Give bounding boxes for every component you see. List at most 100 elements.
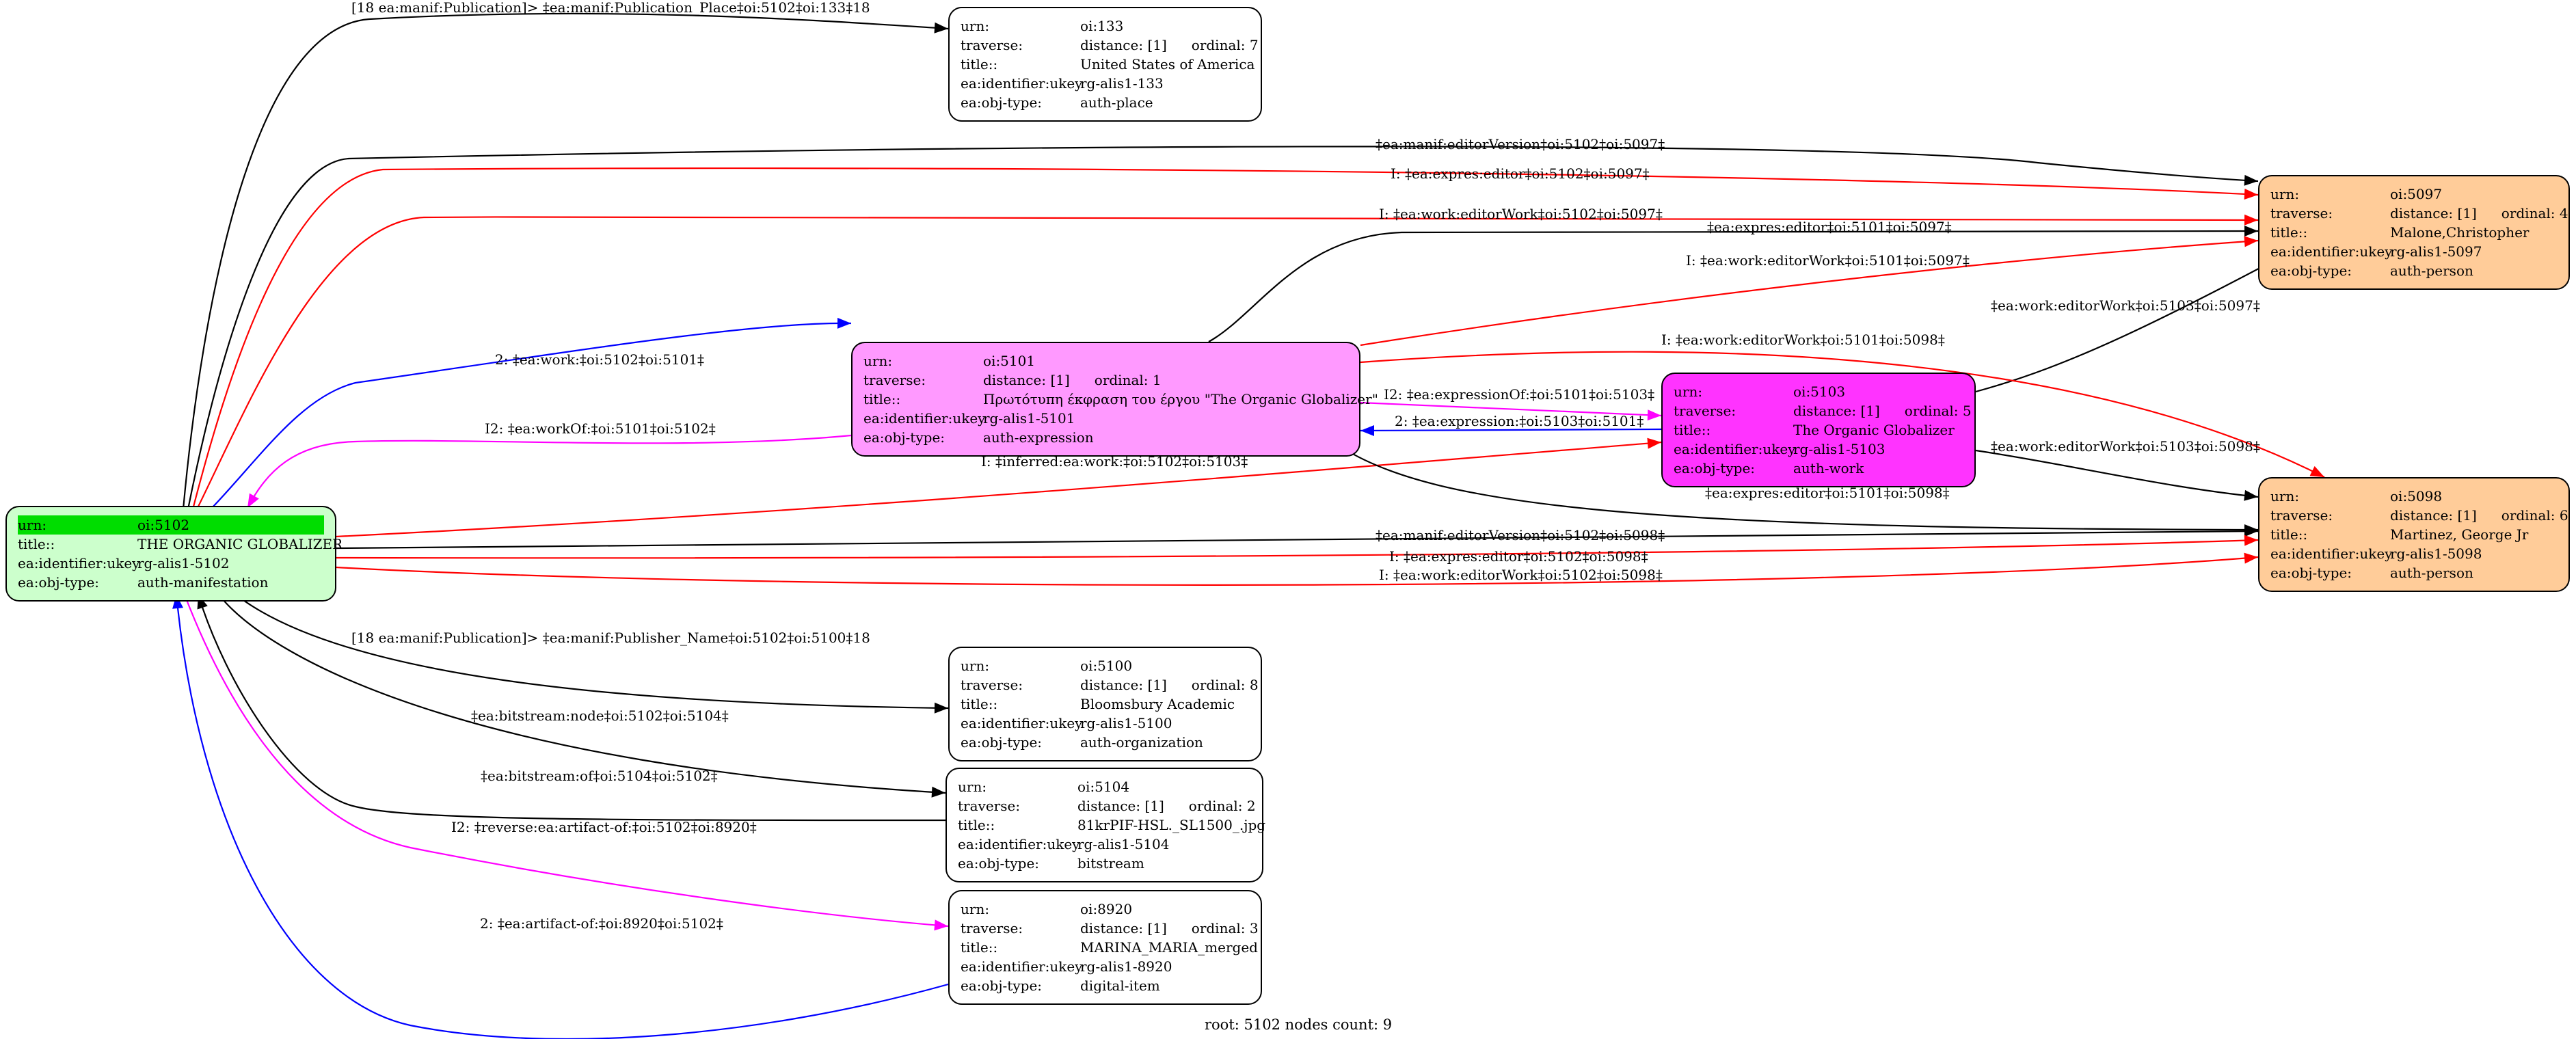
node-field-traverse: traverse:distance: [1]ordinal: 5	[1674, 401, 1972, 420]
edge-label: I: ‡inferred:ea:work:‡oi:5102‡oi:5103‡	[981, 453, 1248, 470]
edge-line-e14	[1975, 449, 2259, 498]
node-oi-133[interactable]: urn:oi:133 traverse:distance: [1]ordinal…	[948, 7, 1262, 122]
ordinal-value: ordinal: 2	[1188, 798, 1256, 814]
node-oi-8920[interactable]: urn: oi:8920 traverse: distance: [1]ordina…	[948, 890, 1262, 1005]
edge-arrowhead	[1360, 424, 1375, 436]
node-oi-5104[interactable]: urn:oi:5104 traverse:distance: [1]ordina…	[945, 768, 1265, 882]
field-value: oi:5102	[137, 517, 190, 533]
edge-label: ‡ea:manif:editorVersion‡oi:5102‡oi:5098‡	[1376, 527, 1665, 543]
node-field-objtype: ea:obj-type:auth-place	[961, 93, 1250, 112]
edge-arrowhead	[1647, 437, 1661, 449]
edge-line-e6	[1360, 239, 2259, 347]
edge-arrowhead	[934, 919, 948, 931]
edge-arrowhead	[2309, 465, 2324, 477]
edge-line-e23	[175, 594, 949, 1039]
node-field-urn: urn:oi:5097	[2270, 185, 2558, 204]
field-label: traverse:	[2270, 507, 2333, 524]
field-label: urn:	[961, 901, 990, 917]
field-label: title::	[1674, 422, 1711, 438]
node-field-traverse: traverse:distance: [1]ordinal: 6	[2270, 506, 2568, 525]
field-value: Martinez, George Jr	[2390, 526, 2529, 543]
edge-line-e20	[218, 594, 946, 794]
field-value: rg-alis1-5101	[983, 410, 1075, 427]
field-value: rg-alis1-133	[1080, 75, 1164, 92]
node-field-traverse: traverse: distance: [1]ordinal: 3	[961, 919, 1259, 938]
edge-arrowhead	[2244, 226, 2258, 237]
field-value: THE ORGANIC GLOBALIZER	[137, 536, 343, 552]
edge-arrowhead	[934, 22, 948, 33]
edge-arrowhead	[2244, 174, 2258, 186]
field-label: ea:obj-type:	[961, 977, 1043, 994]
field-value: distance: [1]ordinal: 8	[1080, 675, 1259, 694]
edge-label: ‡ea:expres:editor‡oi:5101‡oi:5098‡	[1705, 485, 1950, 501]
field-label: ea:obj-type:	[1674, 460, 1756, 476]
field-value: oi:5104	[1077, 779, 1130, 795]
edge-arrowhead	[247, 493, 259, 508]
field-label: ea:obj-type:	[18, 574, 100, 591]
edge-label: I: ‡ea:work:editorWork‡oi:5101‡oi:5098‡	[1661, 332, 1945, 348]
edge-arrowhead	[931, 786, 945, 798]
edge-label: 2: ‡ea:artifact-of:‡oi:8920‡oi:5102‡	[480, 915, 723, 932]
field-label: ea:obj-type:	[863, 429, 945, 446]
field-label: title::	[961, 56, 998, 72]
edge-label: ‡ea:work:editorWork‡oi:5103‡oi:5098‡	[1991, 438, 2260, 455]
field-value: distance: [1]ordinal: 1	[983, 370, 1348, 390]
field-label: urn:	[1674, 383, 1703, 400]
field-value: rg-alis1-5104	[1077, 836, 1170, 852]
field-value: oi:5103	[1793, 383, 1846, 400]
field-label: title::	[2270, 224, 2308, 241]
edge-arrowhead	[172, 595, 184, 609]
edge-arrowhead	[934, 702, 948, 714]
node-field-title: title::United States of America	[961, 55, 1255, 74]
edge-label: I: ‡ea:expres:editor‡oi:5102‡oi:5098‡	[1389, 548, 1648, 565]
field-value: auth-person	[2390, 262, 2473, 279]
field-label: title::	[863, 391, 901, 407]
node-oi-5102[interactable]: urn:oi:5102 title::THE ORGANIC GLOBALIZE…	[5, 506, 343, 602]
field-label: ea:identifier:ukey	[1674, 441, 1796, 457]
field-label: traverse:	[958, 798, 1021, 814]
field-label: ea:obj-type:	[958, 855, 1040, 872]
edge-label: ‡ea:bitstream:node‡oi:5102‡oi:5104‡	[471, 707, 729, 724]
edge-arrowhead	[2244, 188, 2258, 200]
field-value: distance: [1] ordinal: 2	[1077, 796, 1256, 815]
node-oi-5103[interactable]: urn: oi:5103 traverse:distance: [1]ordina…	[1661, 373, 1976, 487]
node-oi-5097[interactable]: urn:oi:5097 traverse:distance: [1]ordina…	[2258, 175, 2570, 290]
edge-label: I2: ‡reverse:ea:artifact-of:‡oi:5102‡oi:…	[451, 819, 757, 835]
node-oi-5101[interactable]: urn:oi:5101 traverse:distance: [1]ordina…	[851, 342, 1378, 457]
edge-label: ‡ea:expres:editor‡oi:5101‡oi:5097‡	[1707, 219, 1952, 235]
edge-label: I2: ‡ea:expressionOf:‡oi:5101‡oi:5103‡	[1384, 386, 1655, 403]
field-value: digital-item	[1080, 977, 1160, 994]
field-label: urn:	[961, 658, 990, 674]
field-label: title::	[961, 696, 998, 712]
node-oi-5100[interactable]: urn:oi:5100 traverse:distance: [1]ordina…	[948, 647, 1262, 761]
field-label: ea:identifier:ukey	[2270, 545, 2393, 562]
field-value: oi:8920	[1080, 901, 1133, 917]
edge-arrowhead	[2244, 236, 2258, 247]
distance-value: distance: [1]	[2390, 507, 2477, 524]
field-label: traverse:	[961, 920, 1023, 936]
edge-line-e3	[191, 167, 2259, 510]
node-field-urn: urn:oi:5101	[863, 351, 1348, 370]
field-value: oi:5101	[983, 353, 1036, 369]
field-value: distance: [1]ordinal: 7	[1080, 36, 1259, 55]
field-value: oi:133	[1080, 18, 1124, 34]
edge-label: I: ‡ea:work:editorWork‡oi:5101‡oi:5097‡	[1686, 252, 1970, 269]
node-oi-5098[interactable]: urn:oi:5098 traverse:distance: [1]ordina…	[2258, 477, 2570, 592]
node-field-objtype: ea:obj-type:bitstream	[958, 854, 1251, 873]
node-field-objtype: ea:obj-type: digital-item	[961, 976, 1250, 995]
node-field-title: title::The Organic Globalizer	[1674, 420, 1963, 440]
field-value: distance: [1]ordinal: 3	[1080, 919, 1259, 938]
field-label: ea:identifier:ukey	[958, 836, 1080, 852]
field-label: title::	[18, 536, 55, 552]
node-field-objtype: ea:obj-type:auth-organization	[961, 733, 1250, 752]
edge-label: I2: ‡ea:workOf:‡oi:5101‡oi:5102‡	[485, 420, 716, 437]
ordinal-value: ordinal: 1	[1094, 372, 1162, 388]
field-value: rg-alis1-5098	[2390, 545, 2482, 562]
distance-value: distance: [1]	[1077, 798, 1164, 814]
field-label: traverse:	[961, 677, 1023, 693]
edge-line-e16	[336, 530, 2259, 550]
